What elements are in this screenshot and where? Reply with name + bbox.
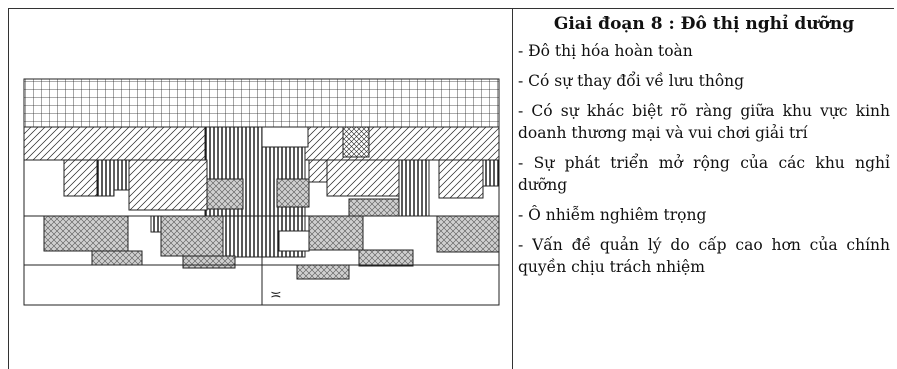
dots-block-1 [206,178,244,210]
item-2: - Có sự thay đổi về lưu thông [518,72,745,90]
cross-block [342,126,370,158]
dots-block-7 [308,215,364,251]
layout-table [8,8,894,369]
dots-block-3 [43,215,129,252]
column-divider [512,8,513,369]
dots-block-4 [91,250,143,266]
vert-block-5 [150,215,162,233]
vert-block-4 [482,159,500,187]
resort-city-diagram: ≍ [9,9,512,369]
dots-block-6 [182,255,236,269]
grid-band [23,78,500,128]
item-4: - Sự phát triển mở rộng của các khu nghỉ… [518,154,890,194]
diag-block-3 [308,159,330,183]
vert-block-2 [113,159,130,191]
item-3: - Có sự khác biệt rõ ràng giữa khu vực k… [518,102,890,142]
description-panel: Giai đoạn 8 : Đô thị nghỉ dưỡng - Đô thị… [518,14,890,369]
white-block [278,230,310,252]
dots-block-10 [436,215,500,253]
vert-block-3 [398,159,430,217]
dots-block-5 [160,215,224,257]
item-5: - Ô nhiễm nghiêm trọng [518,206,707,224]
diagram-svg: ≍ [23,78,500,306]
dots-block-11 [296,264,350,280]
dots-block-9 [358,249,414,267]
river-symbol: ≍ [270,287,282,303]
diag-block-2 [128,159,208,211]
panel-title: Giai đoạn 8 : Đô thị nghỉ dưỡng [553,14,855,34]
dots-block-2 [276,178,310,208]
diag-block-4 [326,159,400,197]
diag-block-5 [438,159,484,199]
item-1: - Đô thị hóa hoàn toàn [518,42,693,60]
item-6: - Vấn đề quản lý do cấp cao hơn của chín… [518,236,890,276]
dots-block-8 [348,198,400,217]
vert-block-1 [96,159,115,197]
central-block [261,126,309,148]
